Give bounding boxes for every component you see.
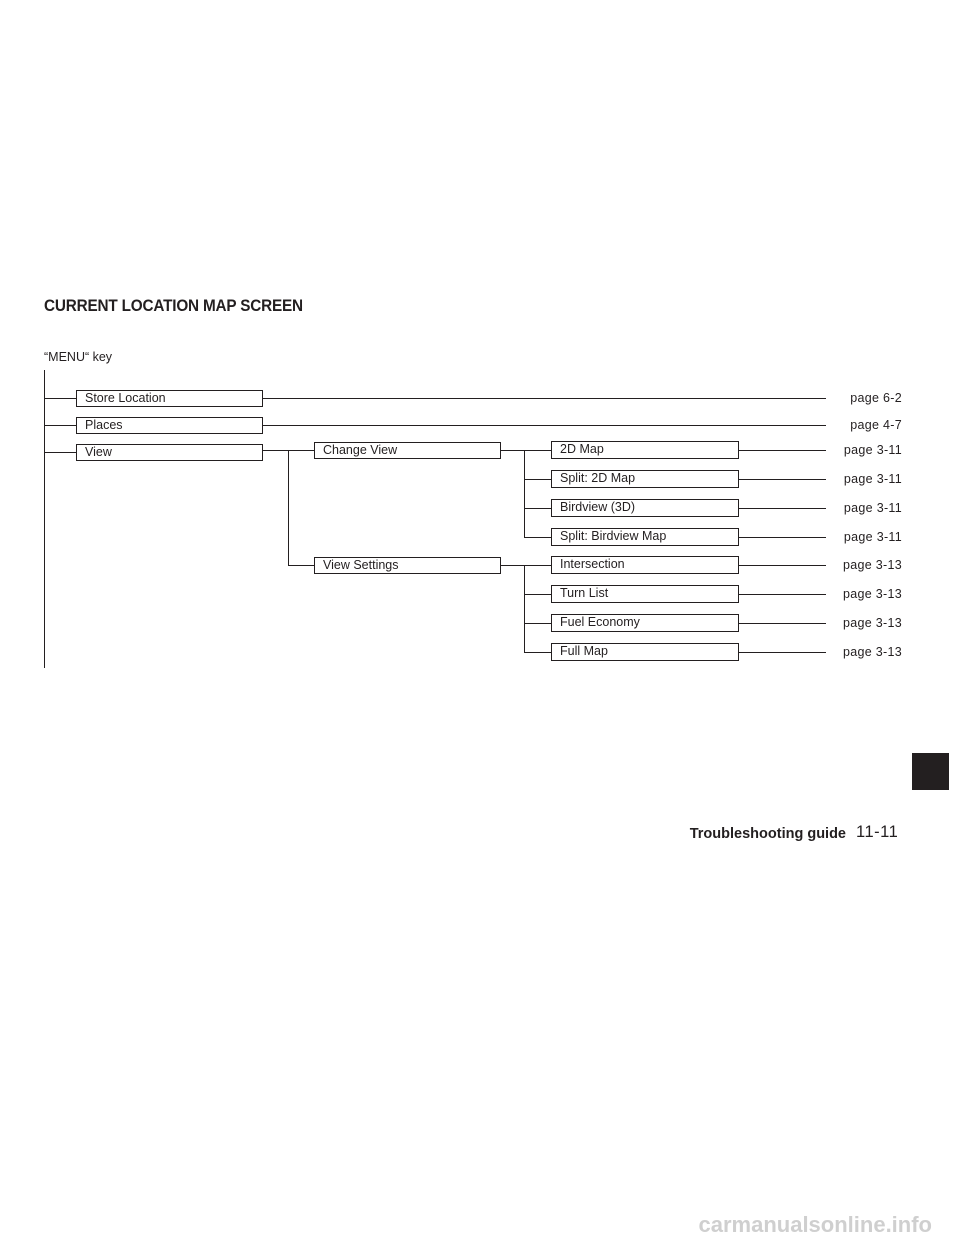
branch-line-fuel-economy <box>524 623 551 624</box>
leader-line-2d-map <box>739 450 826 451</box>
leader-line-birdview-3d <box>739 508 826 509</box>
menu-item-full-map[interactable]: Full Map <box>551 643 739 661</box>
chapter-tab-marker <box>912 753 949 790</box>
page-ref-split-2d-map: page 3-11 <box>843 472 902 486</box>
menu-item-label: Change View <box>323 443 398 457</box>
menu-item-label: Split: 2D Map <box>560 471 636 485</box>
branch-line-split-2d-map <box>524 479 551 480</box>
leader-line-turn-list <box>739 594 826 595</box>
menu-item-label: Intersection <box>560 557 625 571</box>
menu-item-label: 2D Map <box>560 442 604 456</box>
menu-item-places[interactable]: Places <box>76 417 263 434</box>
page-ref-turn-list: page 3-13 <box>843 587 902 601</box>
menu-key-label: “MENU“ key <box>44 350 113 364</box>
leader-line-split-birdview-map <box>739 537 826 538</box>
menu-item-split-birdview-map[interactable]: Split: Birdview Map <box>551 528 739 546</box>
tree-trunk-line <box>44 370 45 668</box>
connector-view-settings <box>288 565 314 566</box>
section-title: CURRENT LOCATION MAP SCREEN <box>44 296 303 315</box>
menu-item-view-settings[interactable]: View Settings <box>314 557 501 574</box>
menu-item-label: Turn List <box>560 586 609 600</box>
watermark-text: carmanualsonline.info <box>698 1212 933 1237</box>
view-settings-vertical-line <box>524 565 525 652</box>
menu-item-turn-list[interactable]: Turn List <box>551 585 739 603</box>
footer-page-number: 11-11 <box>856 823 899 841</box>
menu-item-label: Places <box>85 418 123 432</box>
page-ref-fuel-economy: page 3-13 <box>843 616 902 630</box>
branch-line-store-location <box>44 398 76 399</box>
page-ref-store-location: page 6-2 <box>850 391 902 405</box>
menu-item-fuel-economy[interactable]: Fuel Economy <box>551 614 739 632</box>
menu-item-label: Split: Birdview Map <box>560 529 667 543</box>
submenu-vertical-line <box>288 450 289 566</box>
page-ref-places: page 4-7 <box>850 418 902 432</box>
leader-line-intersection <box>739 565 826 566</box>
page-ref-2d-map: page 3-11 <box>843 443 902 457</box>
menu-item-2d-map[interactable]: 2D Map <box>551 441 739 459</box>
leader-line-store-location <box>263 398 826 399</box>
page-ref-intersection: page 3-13 <box>843 558 902 572</box>
page-ref-split-birdview-map: page 3-11 <box>843 530 902 544</box>
page-ref-birdview-3d: page 3-11 <box>843 501 902 515</box>
branch-line-birdview-3d <box>524 508 551 509</box>
change-view-vertical-line <box>524 450 525 537</box>
branch-line-places <box>44 425 76 426</box>
menu-item-label: Birdview (3D) <box>560 500 636 514</box>
connector-change-view <box>501 450 551 451</box>
leader-line-places <box>263 425 826 426</box>
page-ref-full-map: page 3-13 <box>843 645 902 659</box>
menu-item-birdview-3d[interactable]: Birdview (3D) <box>551 499 739 517</box>
connector-view-settings-children <box>501 565 551 566</box>
branch-line-full-map <box>524 652 551 653</box>
branch-line-split-birdview-map <box>524 537 551 538</box>
footer-section-label: Troubleshooting guide <box>689 826 846 842</box>
menu-item-store-location[interactable]: Store Location <box>76 390 263 407</box>
menu-item-intersection[interactable]: Intersection <box>551 556 739 574</box>
branch-line-view <box>44 452 76 453</box>
branch-line-turn-list <box>524 594 551 595</box>
menu-item-split-2d-map[interactable]: Split: 2D Map <box>551 470 739 488</box>
menu-item-view[interactable]: View <box>76 444 263 461</box>
leader-line-fuel-economy <box>739 623 826 624</box>
menu-item-label: View <box>85 445 112 459</box>
menu-item-label: Fuel Economy <box>560 615 640 629</box>
leader-line-full-map <box>739 652 826 653</box>
menu-item-label: Full Map <box>560 644 608 658</box>
menu-item-label: Store Location <box>85 391 166 405</box>
menu-item-label: View Settings <box>323 558 399 572</box>
leader-line-split-2d-map <box>739 479 826 480</box>
menu-item-change-view[interactable]: Change View <box>314 442 501 459</box>
